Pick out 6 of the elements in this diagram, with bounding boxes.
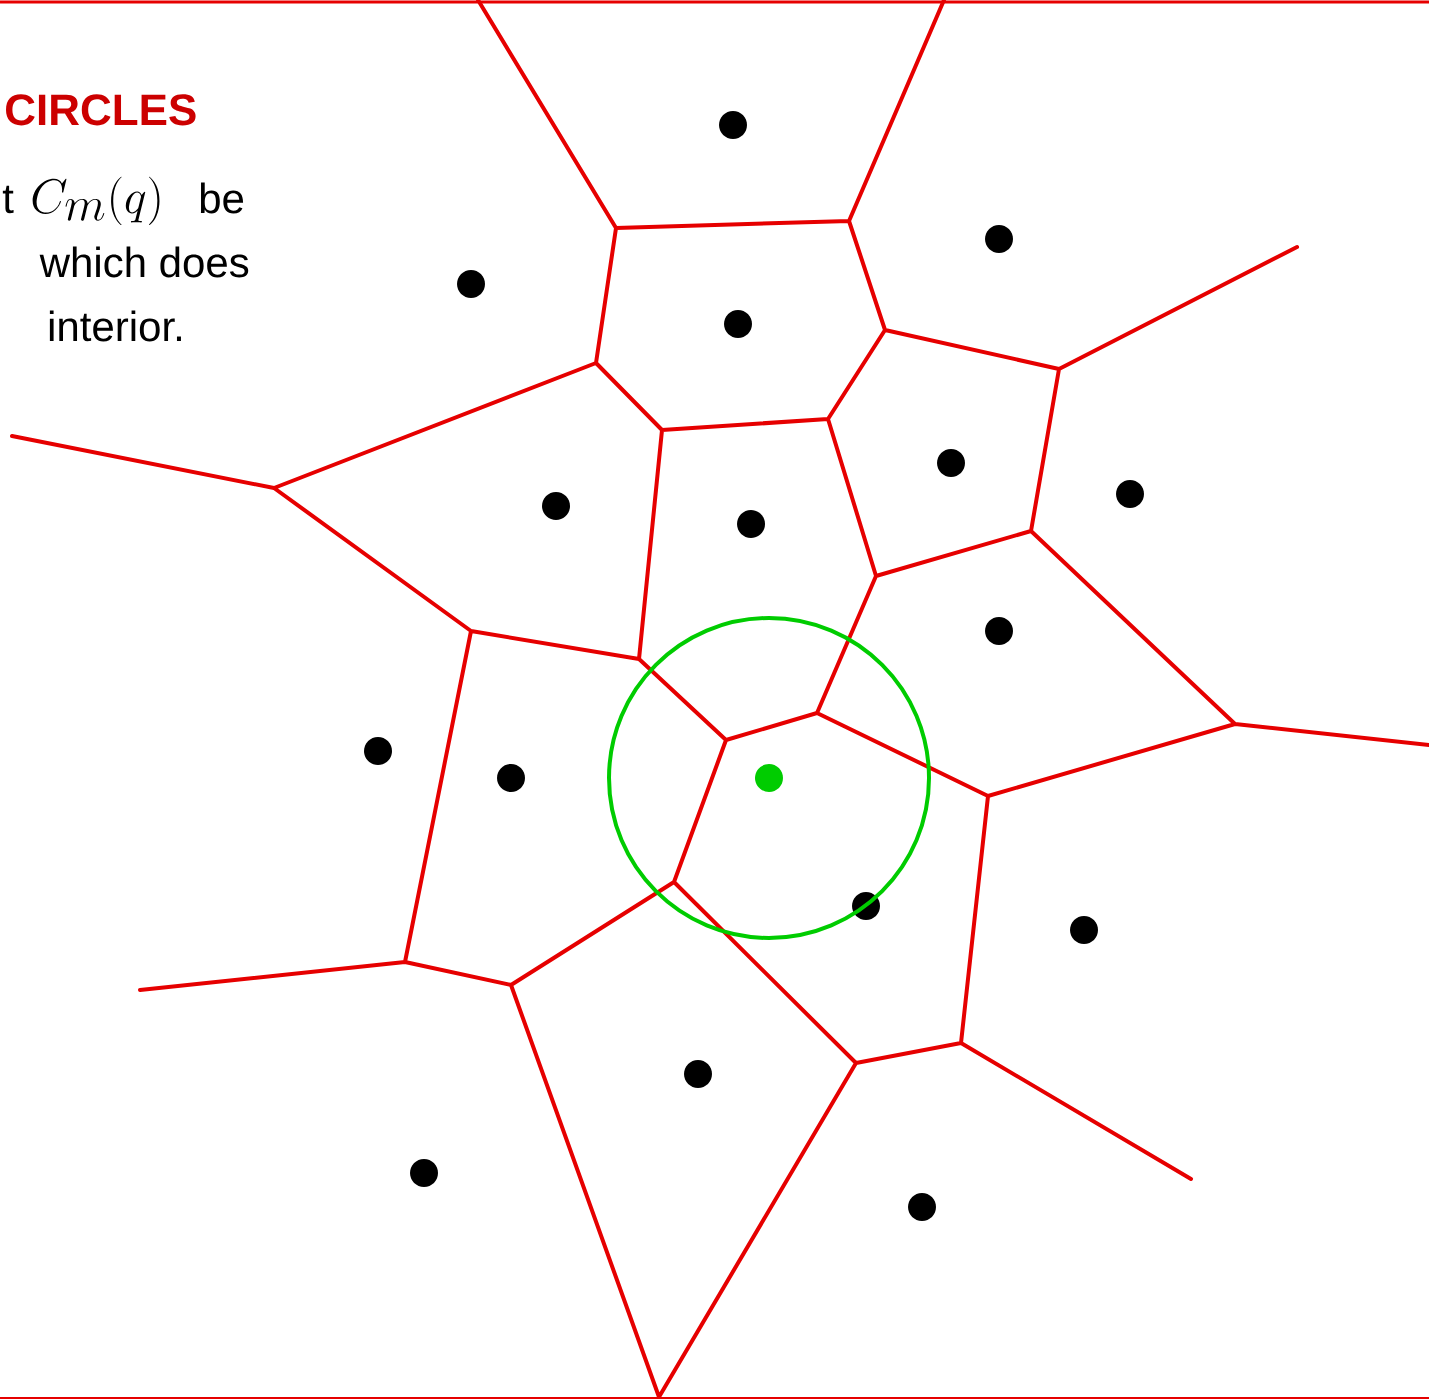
- body-text: interior.: [49, 310, 181, 342]
- body-text: be: [200, 182, 244, 214]
- body-text: which does: [39, 246, 249, 278]
- body-text: t: [2, 185, 14, 214]
- formula: $C_m(q)$: [32, 176, 160, 226]
- heading: CIRCLES: [6, 94, 196, 126]
